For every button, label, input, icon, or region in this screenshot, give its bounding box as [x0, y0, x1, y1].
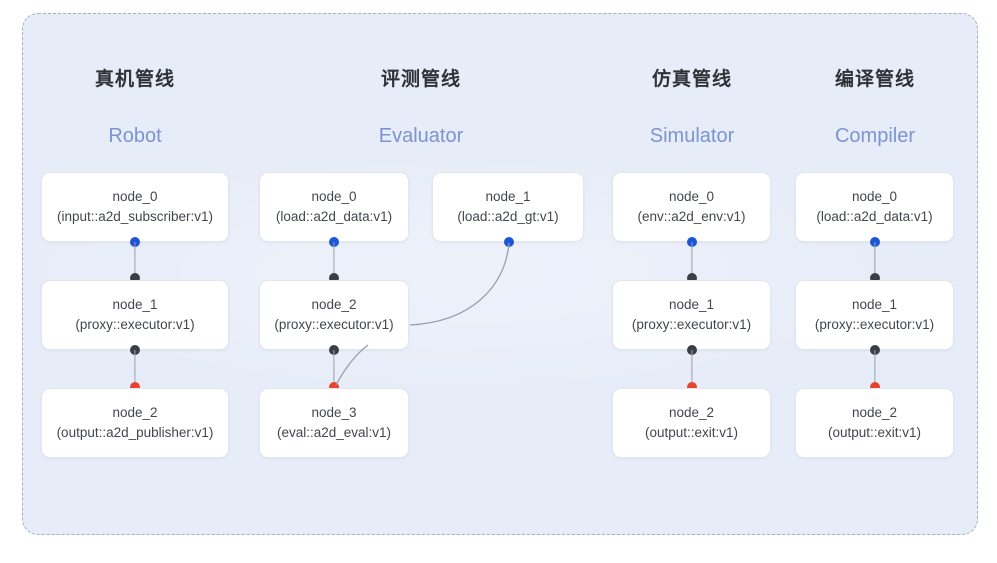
port-input-black[interactable] [329, 273, 339, 283]
node-type: (eval::a2d_eval:v1) [276, 425, 392, 440]
port-input-red[interactable] [329, 382, 339, 392]
node-name: node_3 [311, 405, 357, 420]
column-subtitle-evaluator: Evaluator [378, 125, 464, 147]
node-box[interactable]: node_0 (load::a2d_data:v1) [795, 172, 954, 242]
node-type: (proxy::executor:v1) [631, 317, 752, 332]
node-box[interactable]: node_3 (eval::a2d_eval:v1) [259, 388, 409, 458]
connector-line [134, 242, 136, 278]
port-input-black[interactable] [687, 273, 697, 283]
column-title-simulator: 仿真管线 [651, 69, 732, 90]
port-input-red[interactable] [870, 382, 880, 392]
node-box[interactable]: node_2 (proxy::executor:v1) [259, 280, 409, 350]
node-box[interactable]: node_0 (input::a2d_subscriber:v1) [41, 172, 229, 242]
port-output-blue[interactable] [504, 237, 514, 247]
node-box[interactable]: node_1 (proxy::executor:v1) [612, 280, 771, 350]
column-subtitle-compiler: Compiler [834, 125, 916, 147]
connector-line [691, 350, 693, 387]
column-subtitle-simulator: Simulator [649, 125, 735, 147]
node-box[interactable]: node_1 (load::a2d_gt:v1) [432, 172, 584, 242]
node-name: node_1 [485, 189, 531, 204]
node-type: (output::exit:v1) [827, 425, 922, 440]
node-type: (proxy::executor:v1) [75, 317, 195, 332]
node-type: (output::exit:v1) [644, 425, 739, 440]
connector-line [691, 242, 693, 278]
node-name: node_1 [851, 297, 898, 312]
node-box[interactable]: node_0 (load::a2d_data:v1) [259, 172, 409, 242]
node-name: node_2 [311, 297, 357, 312]
node-name: node_0 [668, 189, 715, 204]
node-type: (load::a2d_data:v1) [816, 209, 933, 224]
node-name: node_1 [668, 297, 715, 312]
port-input-red[interactable] [687, 382, 697, 392]
node-name: node_0 [311, 189, 357, 204]
node-box[interactable]: node_2 (output::exit:v1) [795, 388, 954, 458]
node-type: (load::a2d_gt:v1) [457, 209, 559, 224]
connector-line [134, 350, 136, 387]
node-box[interactable]: node_0 (env::a2d_env:v1) [612, 172, 771, 242]
node-type: (load::a2d_data:v1) [275, 209, 393, 224]
column-subtitle-robot: Robot [108, 125, 162, 147]
node-type: (output::a2d_publisher:v1) [56, 425, 214, 440]
port-input-black[interactable] [130, 273, 140, 283]
node-name: node_2 [668, 405, 715, 420]
node-box[interactable]: node_1 (proxy::executor:v1) [41, 280, 229, 350]
node-name: node_1 [112, 297, 158, 312]
node-type: (proxy::executor:v1) [814, 317, 935, 332]
column-title-evaluator: 评测管线 [380, 69, 461, 90]
connector-line [333, 350, 335, 387]
node-type: (proxy::executor:v1) [274, 317, 394, 332]
node-type: (input::a2d_subscriber:v1) [56, 209, 214, 224]
connector-line [874, 242, 876, 278]
node-name: node_0 [851, 189, 898, 204]
port-input-black[interactable] [870, 273, 880, 283]
node-name: node_2 [112, 405, 158, 420]
node-type: (env::a2d_env:v1) [637, 209, 746, 224]
node-box[interactable]: node_2 (output::exit:v1) [612, 388, 771, 458]
column-title-robot: 真机管线 [94, 69, 175, 90]
node-box[interactable]: node_2 (output::a2d_publisher:v1) [41, 388, 229, 458]
node-box[interactable]: node_1 (proxy::executor:v1) [795, 280, 954, 350]
port-input-red[interactable] [130, 382, 140, 392]
column-title-compiler: 编译管线 [834, 69, 915, 90]
connector-line [333, 242, 335, 278]
node-name: node_2 [851, 405, 898, 420]
node-name: node_0 [112, 189, 158, 204]
connector-line [874, 350, 876, 387]
